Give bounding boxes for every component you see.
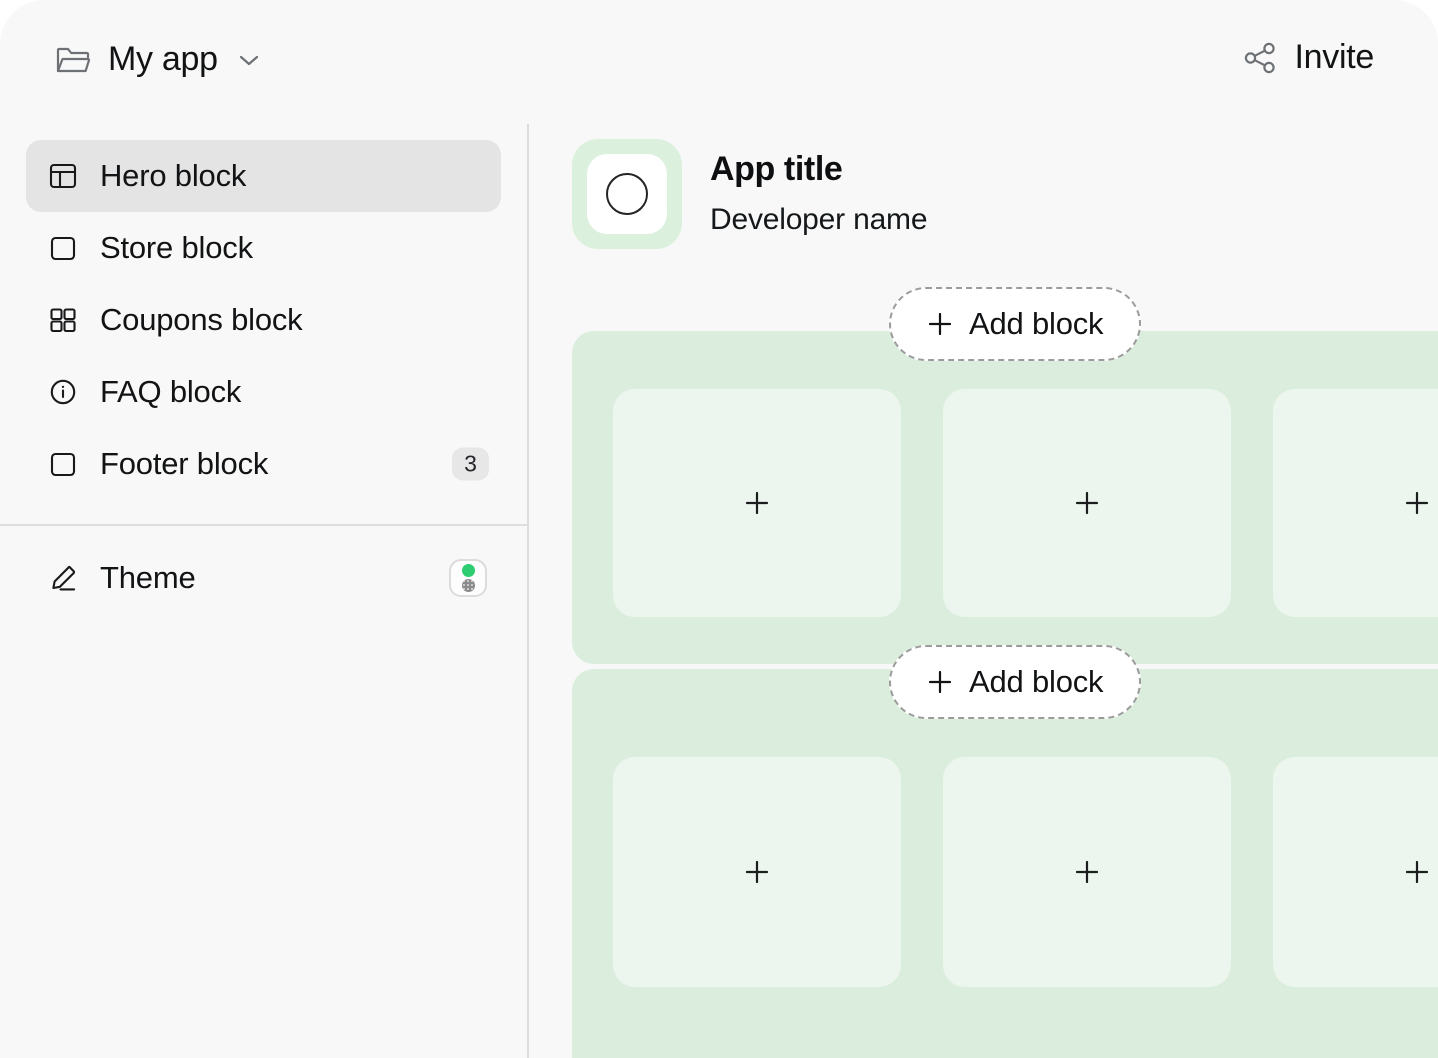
block-section-2 xyxy=(572,669,1438,1058)
app-header: App title Developer name xyxy=(572,139,928,249)
sidebar-item-label: Footer block xyxy=(100,446,269,481)
sidebar-item-coupons-block[interactable]: Coupons block xyxy=(26,284,501,356)
chevron-down-icon[interactable] xyxy=(238,53,260,67)
plus-icon xyxy=(927,669,953,695)
spacer xyxy=(0,500,527,516)
block-placeholder-card[interactable] xyxy=(1273,757,1438,987)
sidebar-nav-list: Hero block Store block xyxy=(0,124,527,614)
sidebar-item-label: Store block xyxy=(100,230,253,265)
block-placeholder-card[interactable] xyxy=(943,389,1231,617)
block-card-row xyxy=(613,389,1438,617)
block-section-1 xyxy=(572,331,1438,664)
app-avatar-inner xyxy=(587,154,667,234)
theme-color-swatch[interactable] xyxy=(449,559,487,597)
top-bar: My app Invite xyxy=(0,0,1438,124)
plus-icon xyxy=(1073,489,1101,517)
invite-label: Invite xyxy=(1294,38,1375,76)
sidebar-item-label: Coupons block xyxy=(100,302,303,337)
canvas-preview: App title Developer name xyxy=(531,124,1438,1058)
app-avatar-circle xyxy=(572,139,682,249)
block-card-row xyxy=(613,757,1438,987)
plus-icon xyxy=(927,311,953,337)
circle-icon xyxy=(606,173,648,215)
theme-dot-secondary xyxy=(461,579,475,592)
pencil-icon xyxy=(48,563,78,593)
theme-dot-primary xyxy=(461,564,475,577)
info-circle-icon xyxy=(48,377,78,407)
block-placeholder-card[interactable] xyxy=(613,389,901,617)
invite-button[interactable]: Invite xyxy=(1243,38,1374,77)
sidebar-item-label: Hero block xyxy=(100,158,247,193)
sidebar: Hero block Store block xyxy=(0,124,529,1058)
add-block-button[interactable]: Add block xyxy=(889,287,1142,361)
app-switcher[interactable]: My app xyxy=(56,40,260,79)
plus-icon xyxy=(1403,489,1431,517)
app-meta: App title Developer name xyxy=(710,150,928,236)
block-placeholder-card[interactable] xyxy=(613,757,901,987)
developer-name: Developer name xyxy=(710,202,928,236)
square-icon xyxy=(48,233,78,263)
plus-icon xyxy=(1403,858,1431,886)
add-block-label: Add block xyxy=(969,306,1104,341)
sidebar-item-theme[interactable]: Theme xyxy=(26,542,501,614)
sidebar-item-label: FAQ block xyxy=(100,374,242,409)
share-icon xyxy=(1243,41,1277,75)
block-placeholder-card[interactable] xyxy=(1273,389,1438,617)
add-block-label: Add block xyxy=(969,664,1104,699)
add-block-button[interactable]: Add block xyxy=(889,645,1142,719)
layout-panel-icon xyxy=(48,161,78,191)
plus-icon xyxy=(743,489,771,517)
grid-2x2-icon xyxy=(48,305,78,335)
sidebar-item-hero-block[interactable]: Hero block xyxy=(26,140,501,212)
plus-icon xyxy=(743,858,771,886)
sidebar-item-faq-block[interactable]: FAQ block xyxy=(26,356,501,428)
spacer xyxy=(0,526,527,542)
plus-icon xyxy=(1073,858,1101,886)
sidebar-item-label: Theme xyxy=(100,560,196,595)
sidebar-item-footer-block[interactable]: Footer block 3 xyxy=(26,428,501,500)
sidebar-item-store-block[interactable]: Store block xyxy=(26,212,501,284)
app-switcher-label: My app xyxy=(108,40,218,78)
page-title: App title xyxy=(710,150,843,189)
status-badge: 3 xyxy=(452,447,489,481)
block-placeholder-card[interactable] xyxy=(943,757,1231,987)
folder-open-icon xyxy=(56,45,91,75)
sidebar-divider xyxy=(0,524,527,526)
square-icon xyxy=(48,449,78,479)
